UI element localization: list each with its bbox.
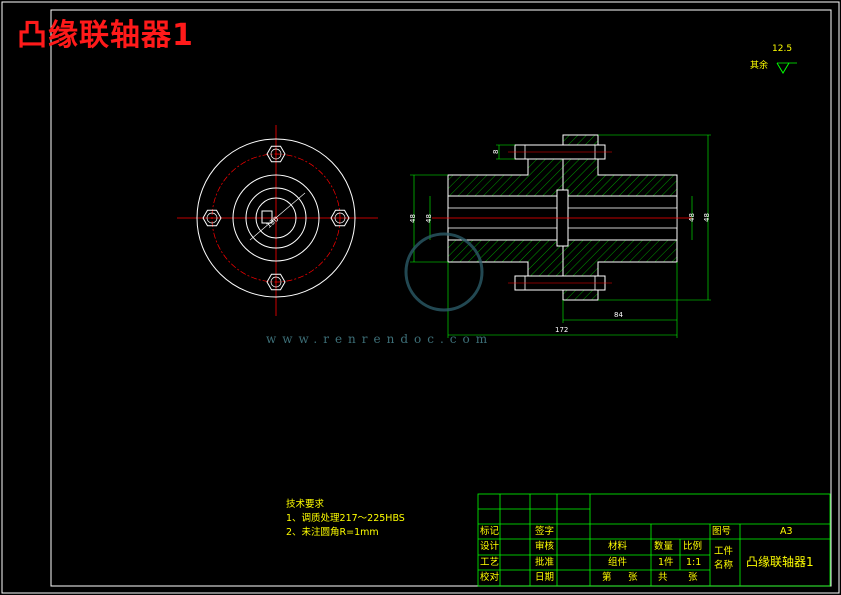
tb-tuhao: A3 bbox=[780, 526, 793, 537]
roughness-value: 12.5 bbox=[772, 44, 793, 54]
tb-mingcheng: 名称 bbox=[714, 560, 734, 571]
dim-d2: 172 bbox=[555, 326, 568, 334]
dim-d4: 48 bbox=[409, 214, 417, 223]
dim-d3: 84 bbox=[614, 311, 623, 319]
tb-tuhao-label: 图号 bbox=[712, 526, 732, 537]
tb-di: 第 bbox=[602, 572, 612, 583]
dim-d8: 130 bbox=[265, 215, 280, 230]
tb-pizhun: 批准 bbox=[535, 557, 555, 568]
section-view: 8 172 84 48 48 48 48 bbox=[409, 134, 711, 338]
roughness-label: 其余 bbox=[750, 61, 769, 71]
watermark-text: www.renrendoc.com bbox=[266, 332, 494, 346]
bolt-hex-left-icon bbox=[202, 209, 222, 227]
page-title: 凸缘联轴器1 bbox=[17, 18, 194, 53]
tb-cailiao: 材料 bbox=[608, 541, 628, 552]
tb-zuhe: 组件 bbox=[608, 557, 628, 568]
tb-shenhe: 审核 bbox=[535, 541, 555, 552]
tb-riqi: 日期 bbox=[535, 572, 555, 583]
bolt-hex-right-icon bbox=[330, 209, 350, 227]
dim-d7: 48 bbox=[703, 213, 711, 222]
tech-item: 1、调质处理217～225HBS bbox=[286, 513, 405, 524]
watermark-logo-icon bbox=[404, 232, 484, 312]
tb-bili: 比例 bbox=[683, 541, 703, 552]
tb-gongyi: 工艺 bbox=[480, 557, 500, 568]
tb-gong: 共 bbox=[658, 572, 668, 583]
tb-count: 1件 bbox=[658, 557, 674, 568]
tb-jiaodui: 校对 bbox=[480, 572, 500, 583]
inner-frame bbox=[50, 9, 832, 587]
tb-gongjian: 工件 bbox=[714, 546, 734, 557]
end-view: 130 bbox=[177, 125, 378, 316]
tb-zhang2: 张 bbox=[688, 572, 698, 583]
dim-d6: 48 bbox=[688, 213, 696, 222]
bolt-hex-bottom-icon bbox=[266, 273, 286, 291]
roughness-symbol-icon bbox=[776, 62, 790, 74]
tb-ratio: 1:1 bbox=[686, 557, 702, 568]
tech-heading: 技术要求 bbox=[286, 499, 325, 510]
tech-requirements: 技术要求 1、调质处理217～225HBS 2、未注圆角R=1mm bbox=[286, 498, 405, 540]
dim-d1: 8 bbox=[492, 150, 500, 154]
tb-sheji: 设计 bbox=[480, 541, 500, 552]
tb-biaoji: 标记 bbox=[480, 526, 500, 537]
tb-zhang1: 张 bbox=[628, 572, 638, 583]
tb-shuliang: 数量 bbox=[654, 541, 674, 552]
bolt-hex-top-icon bbox=[266, 145, 286, 163]
tech-item: 2、未注圆角R=1mm bbox=[286, 527, 379, 538]
tb-part-name: 凸缘联轴器1 bbox=[746, 555, 814, 569]
title-block-grid bbox=[477, 493, 831, 587]
title-block: 标记 签字 图号 A3 设计 审核 材料 数量 比例 工件 名称 凸缘联轴器1 … bbox=[478, 494, 830, 586]
dim-d5: 48 bbox=[425, 214, 433, 223]
tb-qianzi: 签字 bbox=[535, 526, 555, 537]
